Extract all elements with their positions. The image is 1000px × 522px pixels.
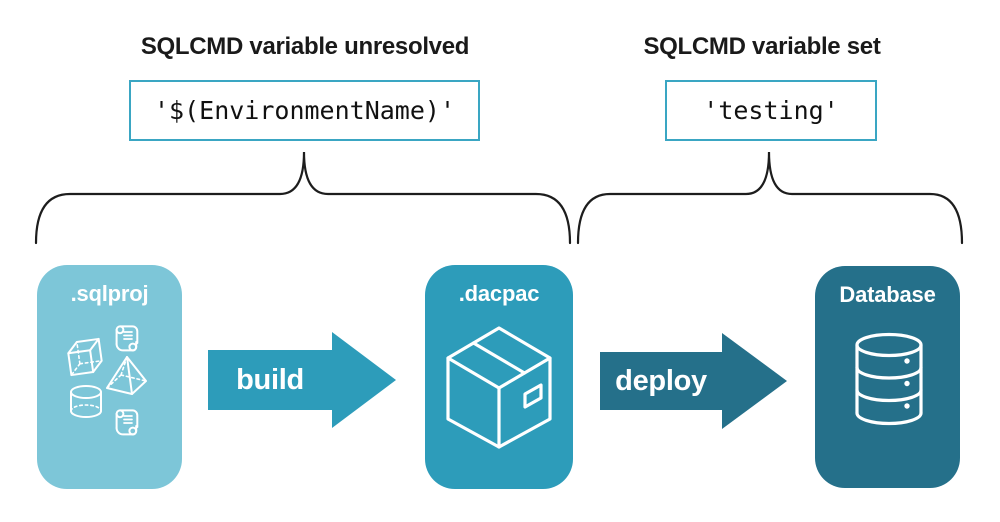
cube-icon — [67, 337, 103, 377]
build-arrow-head — [332, 332, 396, 428]
database-icon — [855, 332, 923, 426]
unresolved-variable-value: '$(EnvironmentName)' — [153, 96, 456, 125]
unresolved-section-title: SQLCMD variable unresolved — [140, 33, 470, 60]
unresolved-variable-box: '$(EnvironmentName)' — [129, 80, 480, 141]
set-variable-box: 'testing' — [665, 80, 877, 141]
package-icon — [446, 326, 552, 449]
right-brace — [576, 151, 964, 245]
script-scroll-icon-top — [115, 325, 139, 352]
deploy-arrow-head — [722, 333, 787, 429]
deploy-arrow: deploy — [600, 333, 787, 429]
set-section-title: SQLCMD variable set — [643, 33, 881, 60]
left-brace — [34, 151, 572, 245]
node-dacpac: .dacpac — [425, 265, 573, 489]
node-database: Database — [815, 266, 960, 488]
build-arrow-body: build — [208, 350, 332, 410]
node-dacpac-label: .dacpac — [458, 281, 540, 306]
build-arrow-label: build — [236, 363, 304, 396]
script-scroll-icon-bottom — [115, 409, 139, 436]
sql-project-objects-icon — [67, 325, 147, 436]
node-sqlproj-label: .sqlproj — [70, 281, 149, 306]
pyramid-icon — [106, 356, 147, 395]
node-database-label: Database — [839, 282, 936, 307]
node-sqlproj: .sqlproj — [37, 265, 182, 489]
deploy-arrow-body: deploy — [600, 352, 722, 410]
deploy-arrow-label: deploy — [615, 364, 707, 397]
cylinder-icon — [70, 385, 102, 418]
set-variable-value: 'testing' — [703, 96, 839, 125]
build-arrow: build — [208, 332, 396, 428]
